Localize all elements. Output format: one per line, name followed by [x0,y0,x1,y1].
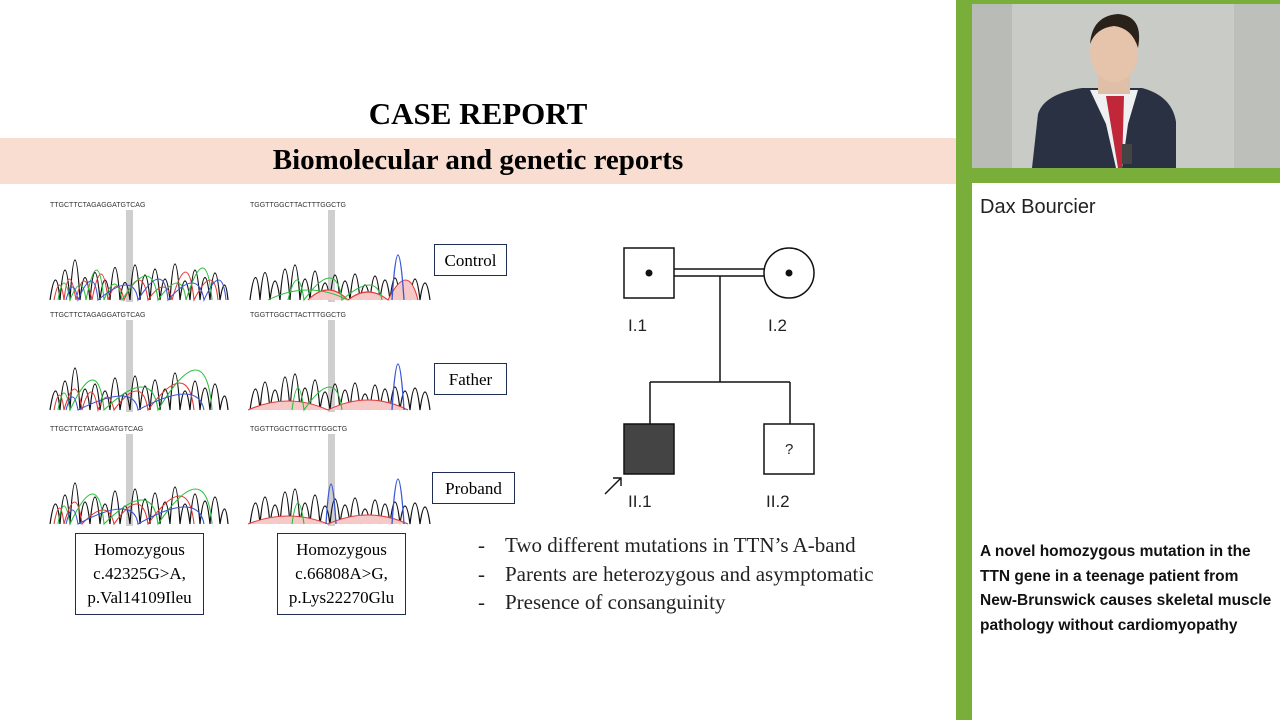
pedigree-father-label: I.1 [628,316,647,335]
mutation-2-protein: p.Lys22270Glu [288,588,395,607]
pedigree-diagram [604,247,815,495]
svg-text:TGGTTGGCTTGCTTTGGCTG: TGGTTGGCTTGCTTTGGCTG [250,426,347,433]
sample-label-proband: Proband [432,472,515,504]
findings-list-item: -Presence of consanguinity [478,590,874,619]
mutation-1-zygosity: Homozygous [94,540,185,559]
bullet-marker: - [478,561,485,586]
chromatogram-proband-1: TTGCTTCTATAGGATGTCAG [48,424,230,528]
pedigree-sibling-label: II.2 [766,492,790,511]
bullet-marker: - [478,590,485,614]
svg-text:TGGTTGGCTTACTTTGGCTG: TGGTTGGCTTACTTTGGCTG [250,202,346,209]
slide-subheading: Biomolecular and genetic reports [272,144,684,176]
pedigree-chart: I.1 I.2 II.1 II.2 ? [580,236,840,521]
subheading-banner [0,138,956,184]
pedigree-mother-carrier-dot [785,269,793,277]
mutation-box-2: Homozygous c.66808A>G, p.Lys22270Glu [277,533,406,615]
svg-text:TGGTTGGCTTACTTTGGCTG: TGGTTGGCTTACTTTGGCTG [250,312,346,319]
sidebar-accent-top [956,0,1280,4]
finding-text: Presence of consanguinity [505,590,726,614]
speaker-video [972,4,1280,168]
findings-list-item: -Two different mutations in TTN’s A-band [478,533,874,562]
findings-list: -Two different mutations in TTN’s A-band… [478,533,874,619]
findings-list-item: -Parents are heterozygous and asymptomat… [478,562,874,591]
proband-arrow-head [613,477,622,486]
sidebar-accent-left [956,0,972,720]
speaker-video-frame [972,4,1280,168]
sidebar-accent-divider [956,168,1280,183]
mutation-box-1: Homozygous c.42325G>A, p.Val14109Ileu [75,533,204,615]
finding-text: Two different mutations in TTN’s A-band [505,533,856,557]
bullet-marker: - [478,533,485,557]
chromatogram-proband-2: TGGTTGGCTTGCTTTGGCTG [248,424,432,528]
sample-label-control: Control [434,244,507,276]
finding-text: Parents are heterozygous and asymptomati… [505,561,874,586]
svg-text:TTGCTTCTAGAGGATGTCAG: TTGCTTCTAGAGGATGTCAG [50,312,145,319]
pedigree-mother-label: I.2 [768,316,787,335]
speaker-name: Dax Bourcier [980,196,1096,218]
talk-title: A novel homozygous mutation in the TTN g… [980,543,1272,634]
chromatogram-control-2: TGGTTGGCTTACTTTGGCTG [248,200,432,304]
slide-heading: CASE REPORT [368,96,588,131]
mutation-2-zygosity: Homozygous [296,540,387,559]
pedigree-sibling-unknown-mark: ? [785,441,794,458]
chromatogram-father-2: TGGTTGGCTTACTTTGGCTG [248,310,432,414]
chromatogram-father-1: TTGCTTCTAGAGGATGTCAG [48,310,230,414]
pedigree-sibling-symbol [763,423,815,475]
mutation-2-cdna: c.66808A>G, [295,564,388,583]
pedigree-proband-label: II.1 [628,492,652,511]
svg-text:TTGCTTCTATAGGATGTCAG: TTGCTTCTATAGGATGTCAG [50,426,143,433]
mutation-1-cdna: c.42325G>A, [93,564,186,583]
sample-label-father: Father [434,363,507,395]
pedigree-proband-symbol [623,423,675,475]
presentation-slide: CASE REPORT Biomolecular and genetic rep… [0,96,956,619]
chromatogram-control-1: TTGCTTCTAGAGGATGTCAG [48,200,230,304]
mutation-1-protein: p.Val14109Ileu [87,588,192,607]
svg-text:TTGCTTCTAGAGGATGTCAG: TTGCTTCTAGAGGATGTCAG [50,202,145,209]
pedigree-father-carrier-dot [645,269,653,277]
proband-arrow-shaft [604,477,622,495]
